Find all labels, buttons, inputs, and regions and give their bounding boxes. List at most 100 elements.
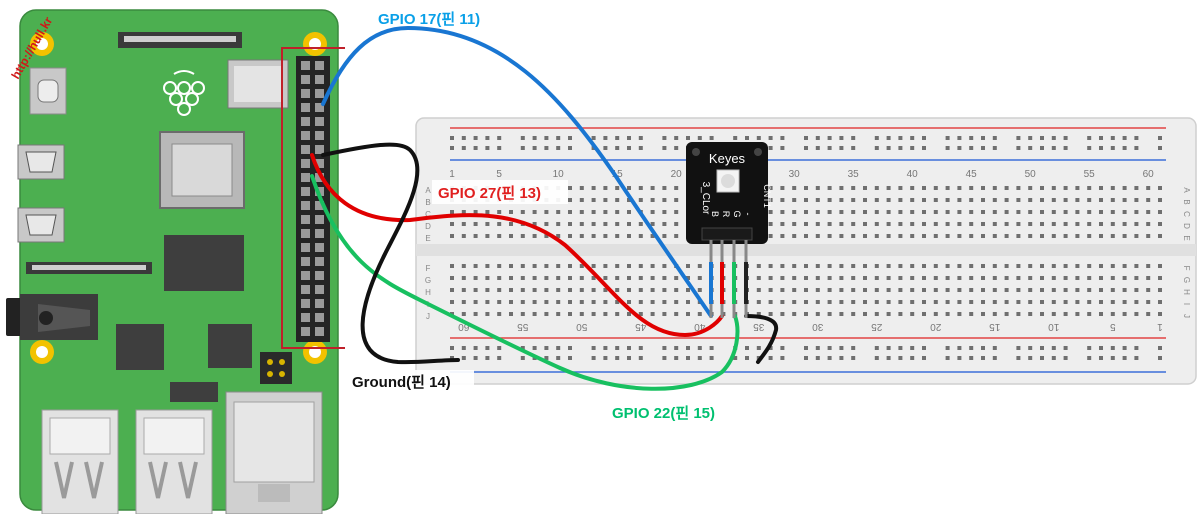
label-gpio27-group: GPIO 27(핀 13) [432, 180, 568, 204]
gpio-pin [301, 257, 310, 266]
gpio-pin [315, 327, 324, 336]
column-number-top: 10 [553, 169, 565, 180]
gpio-pin [315, 271, 324, 280]
row-letter-left: A [425, 186, 431, 195]
column-number-bottom: 25 [871, 321, 883, 332]
row-letter-right: I [1182, 303, 1191, 305]
raspberry-logo-icon [163, 70, 205, 116]
column-number-top: 40 [907, 169, 919, 180]
module-pin-gnd: - [743, 213, 753, 216]
gpio-pin [315, 117, 324, 126]
row-letter-right: C [1182, 211, 1191, 217]
column-number-top: 5 [496, 169, 502, 180]
gpio-pin [301, 215, 310, 224]
row-letter-left: C [425, 210, 431, 219]
gpio-pin [301, 117, 310, 126]
ethernet-port [225, 391, 323, 514]
module-pin-b: B [710, 211, 720, 217]
gpio-pin [315, 299, 324, 308]
gpio-pin [301, 285, 310, 294]
row-letter-right: D [1182, 223, 1191, 229]
rgb-led-module: Keyes 3_CLor CNT1 B R G - [686, 142, 772, 318]
label-gpio17: GPIO 17(핀 11) [378, 11, 480, 28]
column-number-bottom: 35 [753, 321, 765, 332]
label-ground-group: Ground(핀 14) [346, 370, 474, 392]
label-ground: Ground(핀 14) [352, 374, 451, 391]
gpio-pin [301, 159, 310, 168]
label-gpio22: GPIO 22(핀 15) [612, 405, 715, 422]
gpio-pin [315, 159, 324, 168]
gpio-pins [301, 61, 324, 336]
gpio-pin [315, 61, 324, 70]
row-letter-right: E [1182, 235, 1191, 240]
gpio-pin [301, 187, 310, 196]
gpio-pin [315, 103, 324, 112]
module-model: CNT1 [762, 184, 772, 208]
column-number-bottom: 5 [1110, 321, 1116, 332]
row-letter-right: A [1182, 187, 1191, 193]
gpio-header [296, 56, 330, 342]
gpio-pin [301, 327, 310, 336]
column-number-bottom: 10 [1048, 321, 1060, 332]
gpio-pin [301, 89, 310, 98]
row-letter-left: E [425, 234, 430, 243]
column-number-top: 45 [966, 169, 978, 180]
row-letter-left: H [425, 288, 431, 297]
column-number-bottom: 1 [1157, 321, 1163, 332]
ground-jumper-wire [744, 314, 779, 364]
gpio-pin [315, 313, 324, 322]
column-number-top: 30 [789, 169, 801, 180]
module-brand: Keyes [709, 151, 746, 166]
gpio-pin [301, 299, 310, 308]
module-side-text: 3_CLor [700, 182, 711, 215]
row-letter-left: J [426, 312, 430, 321]
column-number-top: 15 [612, 169, 624, 180]
row-letter-left: D [425, 222, 431, 231]
gpio-pin [315, 75, 324, 84]
column-number-top: 20 [671, 169, 683, 180]
row-letter-right: B [1182, 199, 1191, 204]
gpio-pin [301, 243, 310, 252]
gpio-pin [315, 201, 324, 210]
gpio-pin [301, 201, 310, 210]
gpio-pin [301, 75, 310, 84]
mounting-holes [30, 32, 327, 364]
gpio-pin [315, 229, 324, 238]
ram-chip [164, 235, 244, 291]
micro-hdmi-ports [17, 144, 65, 243]
raspberry-pi-board [6, 9, 345, 514]
wires [310, 25, 779, 391]
ethernet-controller-chip [208, 324, 252, 368]
gpio-pin [315, 285, 324, 294]
gpio-pin [301, 313, 310, 322]
column-number-top: 55 [1084, 169, 1096, 180]
column-number-bottom: 40 [694, 321, 706, 332]
gpio-highlight-box [281, 47, 345, 349]
usb-controller-chip [116, 324, 164, 370]
column-number-top: 60 [1143, 169, 1155, 180]
gpio-pin [301, 145, 310, 154]
gpio-pin [301, 271, 310, 280]
gpio-pin [315, 89, 324, 98]
gpio-pin [315, 131, 324, 140]
row-letter-left: F [426, 264, 431, 273]
column-number-bottom: 55 [517, 321, 529, 332]
module-pin-g: G [732, 210, 742, 217]
gpio-pin [315, 145, 324, 154]
red-wire [310, 153, 724, 338]
row-letter-left: B [425, 198, 430, 207]
usb-ports [41, 409, 213, 514]
column-number-top: 50 [1025, 169, 1037, 180]
module-pin-r: R [721, 211, 731, 218]
row-letter-right: H [1182, 289, 1191, 295]
gpio-pin [301, 103, 310, 112]
column-number-bottom: 15 [989, 321, 1001, 332]
blue-wire [321, 25, 713, 318]
gpio-pin [301, 61, 310, 70]
poe-header [260, 352, 292, 384]
column-number-bottom: 20 [930, 321, 942, 332]
row-letter-right: G [1182, 277, 1191, 283]
audio-jack [6, 294, 98, 340]
